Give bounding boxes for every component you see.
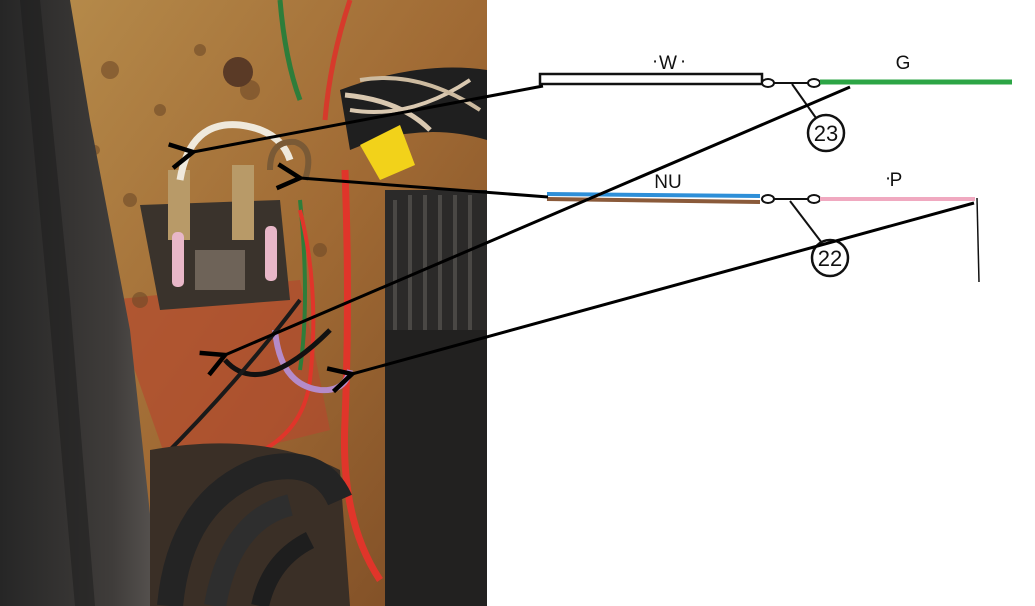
connector-23: 23 bbox=[761, 78, 846, 153]
wire-label-w-dot-left: · bbox=[652, 51, 658, 72]
connector-label-23: 23 bbox=[814, 121, 838, 146]
wire-label-p-dot: · bbox=[885, 168, 891, 189]
arrow-g-to-green-wire bbox=[225, 85, 851, 355]
connector-22: 22 bbox=[761, 194, 850, 278]
wire-w: W · · bbox=[538, 51, 764, 86]
wire-nu: NU bbox=[546, 172, 761, 204]
engine-bay-photo bbox=[0, 0, 487, 606]
arrow-nu-to-brown-connector bbox=[300, 178, 549, 199]
wire-label-nu: NU bbox=[654, 172, 681, 193]
wire-g: G bbox=[820, 53, 1012, 85]
bolt-icon bbox=[223, 57, 253, 87]
wire-label-w: W bbox=[659, 53, 677, 74]
wire-label-g: G bbox=[896, 53, 911, 74]
fuse-box bbox=[140, 165, 290, 310]
wire-label-w-dot-right: · bbox=[680, 51, 686, 72]
arrow-p-to-purple-wire bbox=[352, 201, 975, 374]
wire-p: P · bbox=[820, 168, 980, 283]
wire-label-p: P bbox=[890, 170, 903, 191]
connector-label-22: 22 bbox=[818, 246, 842, 271]
wiring-diagram: W · · 23 G NU bbox=[538, 51, 1012, 283]
annotation-arrows bbox=[193, 84, 975, 374]
arrow-w-to-white-wire bbox=[193, 84, 544, 152]
